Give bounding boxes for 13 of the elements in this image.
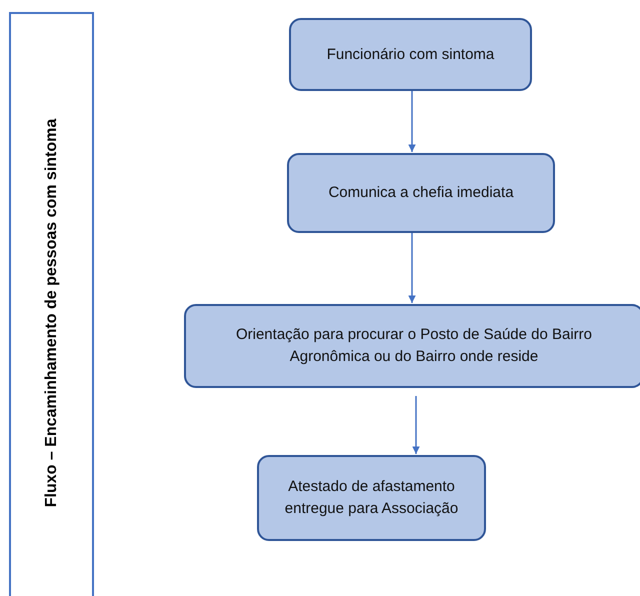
arrow [408, 233, 416, 303]
process-box [289, 18, 532, 91]
process-box [184, 304, 640, 388]
lane-title: Fluxo – Encaminhamento de pessoas com sintoma [42, 118, 60, 508]
step-text: Orientação para procurar o Posto de Saúde do Bairro Agronômica ou do Bairro onde reside [234, 325, 594, 367]
step-text: Atestado de afastamento entregue para Associação [284, 477, 460, 519]
step-text: Funcionário com sintoma [326, 44, 494, 65]
arrow [412, 396, 420, 454]
step-text: Comunica a chefia imediata [328, 183, 514, 204]
arrow [408, 91, 416, 152]
process-box [257, 455, 486, 541]
process-box [287, 153, 555, 233]
swimlane-band [9, 12, 94, 596]
